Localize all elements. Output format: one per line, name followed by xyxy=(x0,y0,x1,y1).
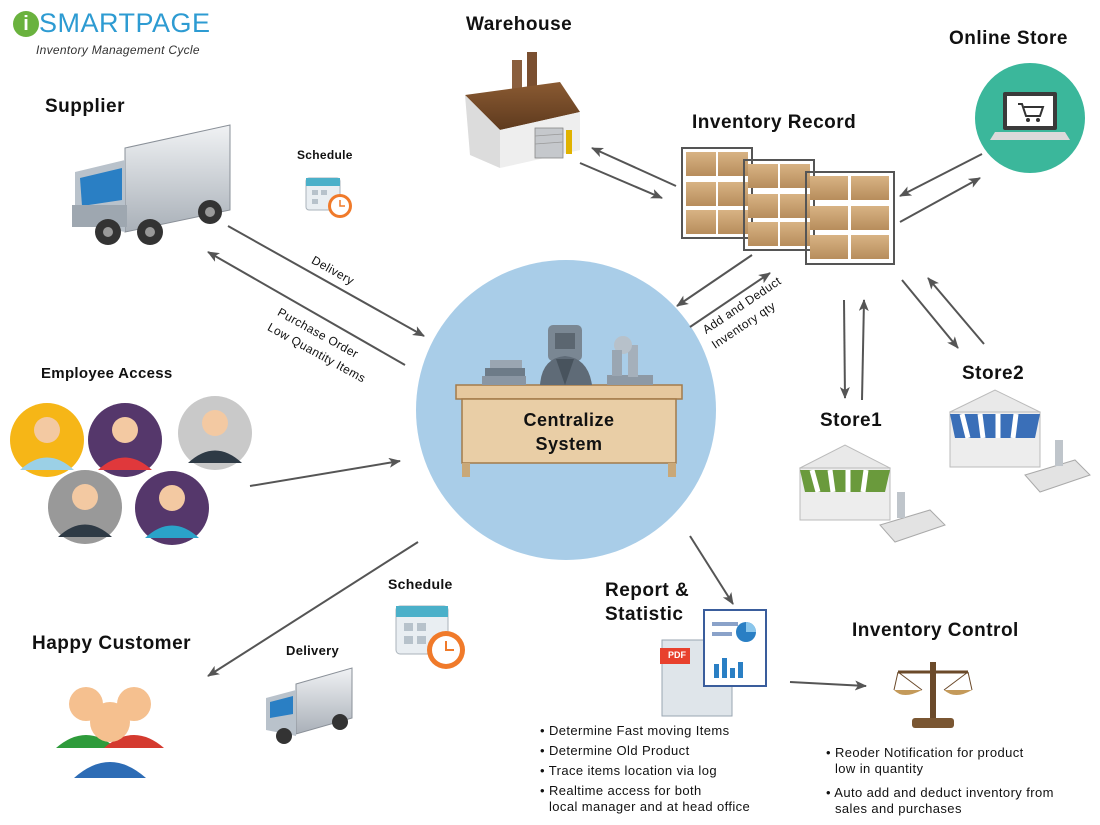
arrow-inventory-to-center xyxy=(676,254,753,307)
logo-tagline: Inventory Management Cycle xyxy=(36,43,200,57)
supplier-title: Supplier xyxy=(45,96,126,117)
arrow-inventory-to-online xyxy=(899,177,981,223)
store2-title: Store2 xyxy=(962,363,1025,384)
logo-mark: i xyxy=(13,10,39,37)
supplier-truck-illustration xyxy=(72,124,231,245)
control-bullet-list: • Reoder Notification for product low in… xyxy=(826,744,1054,818)
store1-title: Store1 xyxy=(820,410,883,431)
warehouse-title: Warehouse xyxy=(466,14,573,35)
report-title-line1: Report & xyxy=(605,580,690,601)
report-bullet: • Trace items location via log xyxy=(540,763,717,778)
control-bullet: • Auto add and deduct inventory from xyxy=(826,785,1054,800)
arrow-inventory-to-store2 xyxy=(901,279,959,349)
arrow-center-to-inventory xyxy=(689,272,771,328)
center-system-label: Centralize System xyxy=(462,408,676,456)
control-bullet: • Reoder Notification for product xyxy=(826,745,1024,760)
report-bullet-list: • Determine Fast moving Items • Determin… xyxy=(540,722,750,816)
schedule-calendar-icon-top xyxy=(305,177,352,218)
happy-customer-illustration xyxy=(56,687,164,778)
schedule-label-top: Schedule xyxy=(297,148,353,162)
desk-illustration xyxy=(455,325,683,477)
report-title-line2: Statistic xyxy=(605,604,684,625)
arrow-report-to-control xyxy=(789,680,867,691)
logo-name: SMARTPAGE xyxy=(39,8,211,38)
employee-access-title: Employee Access xyxy=(41,365,173,382)
inventory-shelves-illustration xyxy=(681,147,895,265)
control-bullet: low in quantity xyxy=(835,761,924,776)
arrow-center-to-customer xyxy=(207,541,419,677)
center-line2: System xyxy=(535,434,603,454)
arrow-store1-to-inventory xyxy=(858,299,869,401)
flow-arrows xyxy=(207,147,985,691)
report-bullet: • Determine Old Product xyxy=(540,743,690,758)
schedule-label-bottom: Schedule xyxy=(388,576,453,592)
store1-illustration xyxy=(798,444,946,543)
warehouse-illustration xyxy=(465,52,580,168)
arrow-center-to-supplier xyxy=(207,251,406,366)
control-bullet: sales and purchases xyxy=(835,801,962,816)
inventory-record-title: Inventory Record xyxy=(692,112,857,133)
delivery-label-bottom: Delivery xyxy=(286,643,339,658)
report-documents-illustration xyxy=(660,609,767,717)
arrow-supplier-to-center xyxy=(227,225,425,337)
arrow-inventory-to-warehouse xyxy=(591,147,677,187)
online-store-illustration xyxy=(975,63,1085,173)
inventory-control-scale-illustration xyxy=(893,662,973,728)
online-store-title: Online Store xyxy=(949,28,1068,49)
arrow-inventory-to-store1 xyxy=(839,299,850,399)
arrow-center-to-report xyxy=(689,535,734,605)
store2-illustration xyxy=(948,389,1091,493)
arrow-store2-to-inventory xyxy=(927,277,985,345)
inventory-control-title: Inventory Control xyxy=(852,620,1019,641)
report-bullet: local manager and at head office xyxy=(549,799,751,814)
report-bullet: • Realtime access for both xyxy=(540,783,702,798)
report-bullet: • Determine Fast moving Items xyxy=(540,723,730,738)
employee-avatars-illustration xyxy=(10,396,252,545)
schedule-calendar-icon-bottom xyxy=(395,605,465,669)
arrow-online-to-inventory xyxy=(899,153,983,197)
arrow-warehouse-to-inventory xyxy=(579,162,663,199)
happy-customer-title: Happy Customer xyxy=(32,633,192,654)
center-line1: Centralize xyxy=(523,410,615,430)
arrow-employee-to-center xyxy=(249,457,401,487)
pdf-label: PDF xyxy=(668,650,686,660)
delivery-truck-illustration xyxy=(266,667,353,744)
